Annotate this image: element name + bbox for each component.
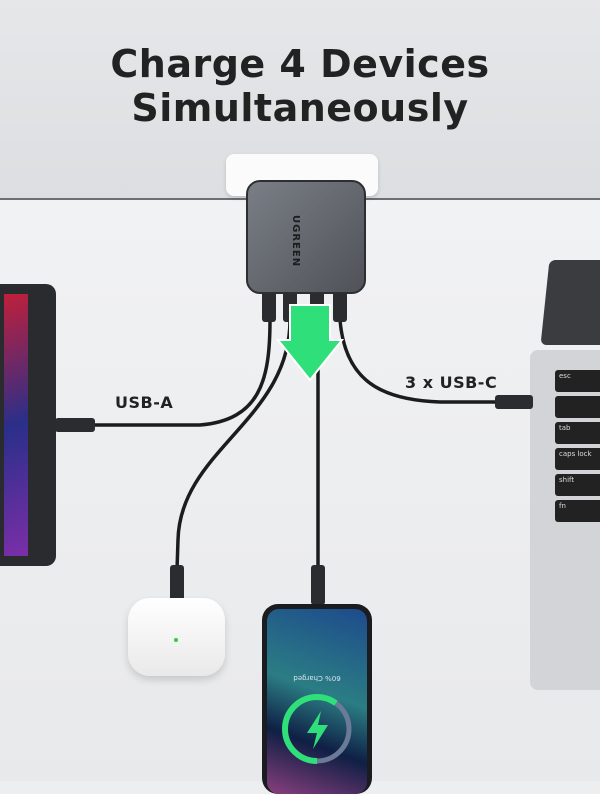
key (555, 396, 600, 418)
usb-c-label: 3 x USB-C (405, 373, 498, 392)
charger (246, 180, 366, 294)
laptop-cable (338, 318, 532, 404)
key: fn (555, 500, 600, 522)
usb-a-cable (58, 318, 272, 427)
key: caps lock (555, 448, 600, 470)
tablet (0, 284, 56, 566)
key: shift (555, 474, 600, 496)
down-arrow-icon (275, 304, 345, 382)
charging-ring (282, 694, 352, 764)
laptop-keyboard: esc tab caps lock shift fn (555, 370, 600, 540)
headline-line-1: Charge 4 Devices (110, 42, 490, 86)
brand-logo: UGREEN (290, 215, 301, 268)
airpods-case (128, 598, 225, 676)
key: tab (555, 422, 600, 444)
key: esc (555, 370, 600, 392)
smartphone: 60% Charged (262, 604, 372, 794)
charge-status: 60% Charged (293, 674, 341, 682)
airpods-cable (174, 318, 292, 602)
headline-line-2: Simultaneously (131, 86, 469, 130)
lightning-bolt-icon (307, 711, 328, 749)
usb-a-label: USB-A (115, 393, 174, 412)
